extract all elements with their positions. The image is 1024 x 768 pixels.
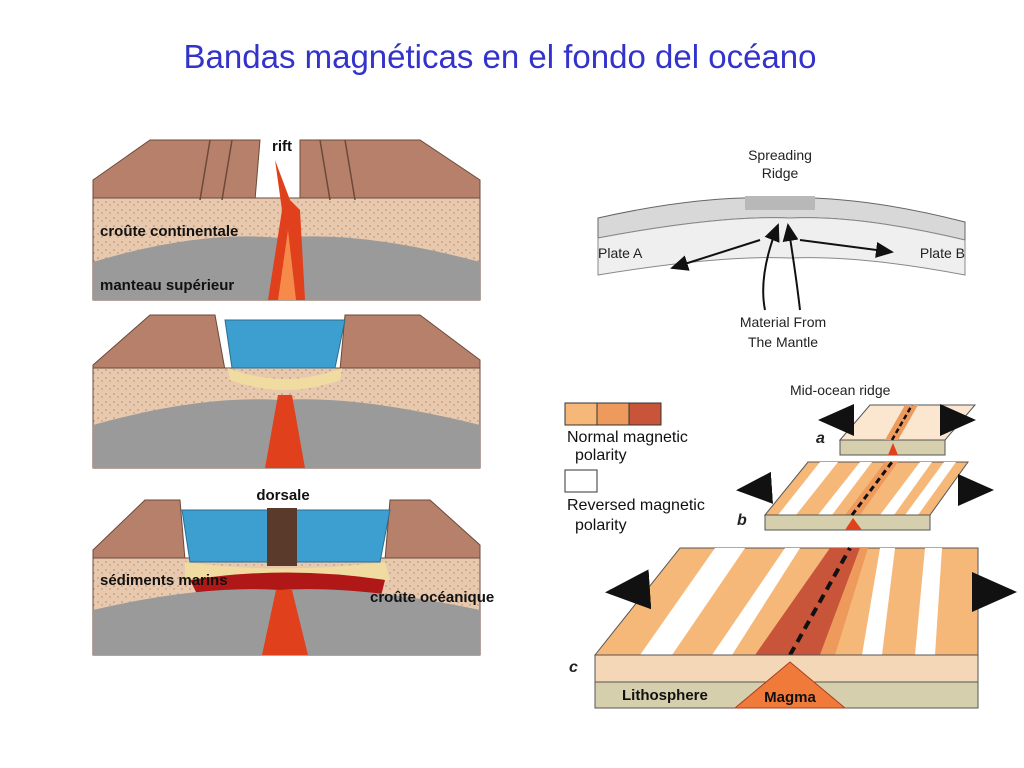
ridge-label: Ridge (762, 165, 799, 181)
plate-a-label: Plate A (598, 245, 643, 261)
normal-swatch-light (564, 402, 598, 426)
panel-rift: rift croûte continentale manteau supérie… (92, 138, 481, 301)
lithosphere-label: Lithosphere (622, 687, 708, 704)
normal-swatch-mid (596, 402, 630, 426)
spreading-label: Spreading (748, 147, 812, 163)
sediments-label: sédiments marins (100, 572, 228, 589)
page-title: Bandas magnéticas en el fondo del océano (183, 38, 817, 75)
stage-a-label: a (816, 430, 825, 447)
normal-polarity-label: Normal magnetic (567, 429, 688, 446)
rift-label: rift (272, 138, 292, 155)
stage-b-label: b (737, 512, 747, 529)
reversed-polarity-label-2: polarity (575, 517, 627, 534)
stage-c-label: c (569, 659, 578, 676)
magnetic-polarity-diagram: Normal magnetic polarity Reversed magnet… (564, 382, 1017, 709)
normal-polarity-label-2: polarity (575, 447, 627, 464)
reversed-swatch (564, 469, 598, 493)
panel-ocean-opening (92, 314, 481, 469)
panel-dorsale: dorsale sédiments marins croûte océaniqu… (92, 487, 494, 656)
continental-crust-label: croûte continentale (100, 223, 238, 240)
dorsale-label: dorsale (256, 487, 309, 504)
spreading-ridge-diagram: Spreading Ridge Plate A Plate B Material… (597, 147, 966, 350)
material-label: Material From (740, 314, 826, 330)
normal-swatch-dark (628, 402, 662, 426)
oceanic-crust-label: croûte océanique (370, 589, 494, 606)
reversed-polarity-label: Reversed magnetic (567, 497, 705, 514)
mantle-label: The Mantle (748, 334, 818, 350)
plate-b-label: Plate B (920, 245, 965, 261)
magma-label: Magma (764, 689, 816, 706)
upper-mantle-label: manteau supérieur (100, 277, 234, 294)
mid-ocean-ridge-label: Mid-ocean ridge (790, 382, 891, 398)
